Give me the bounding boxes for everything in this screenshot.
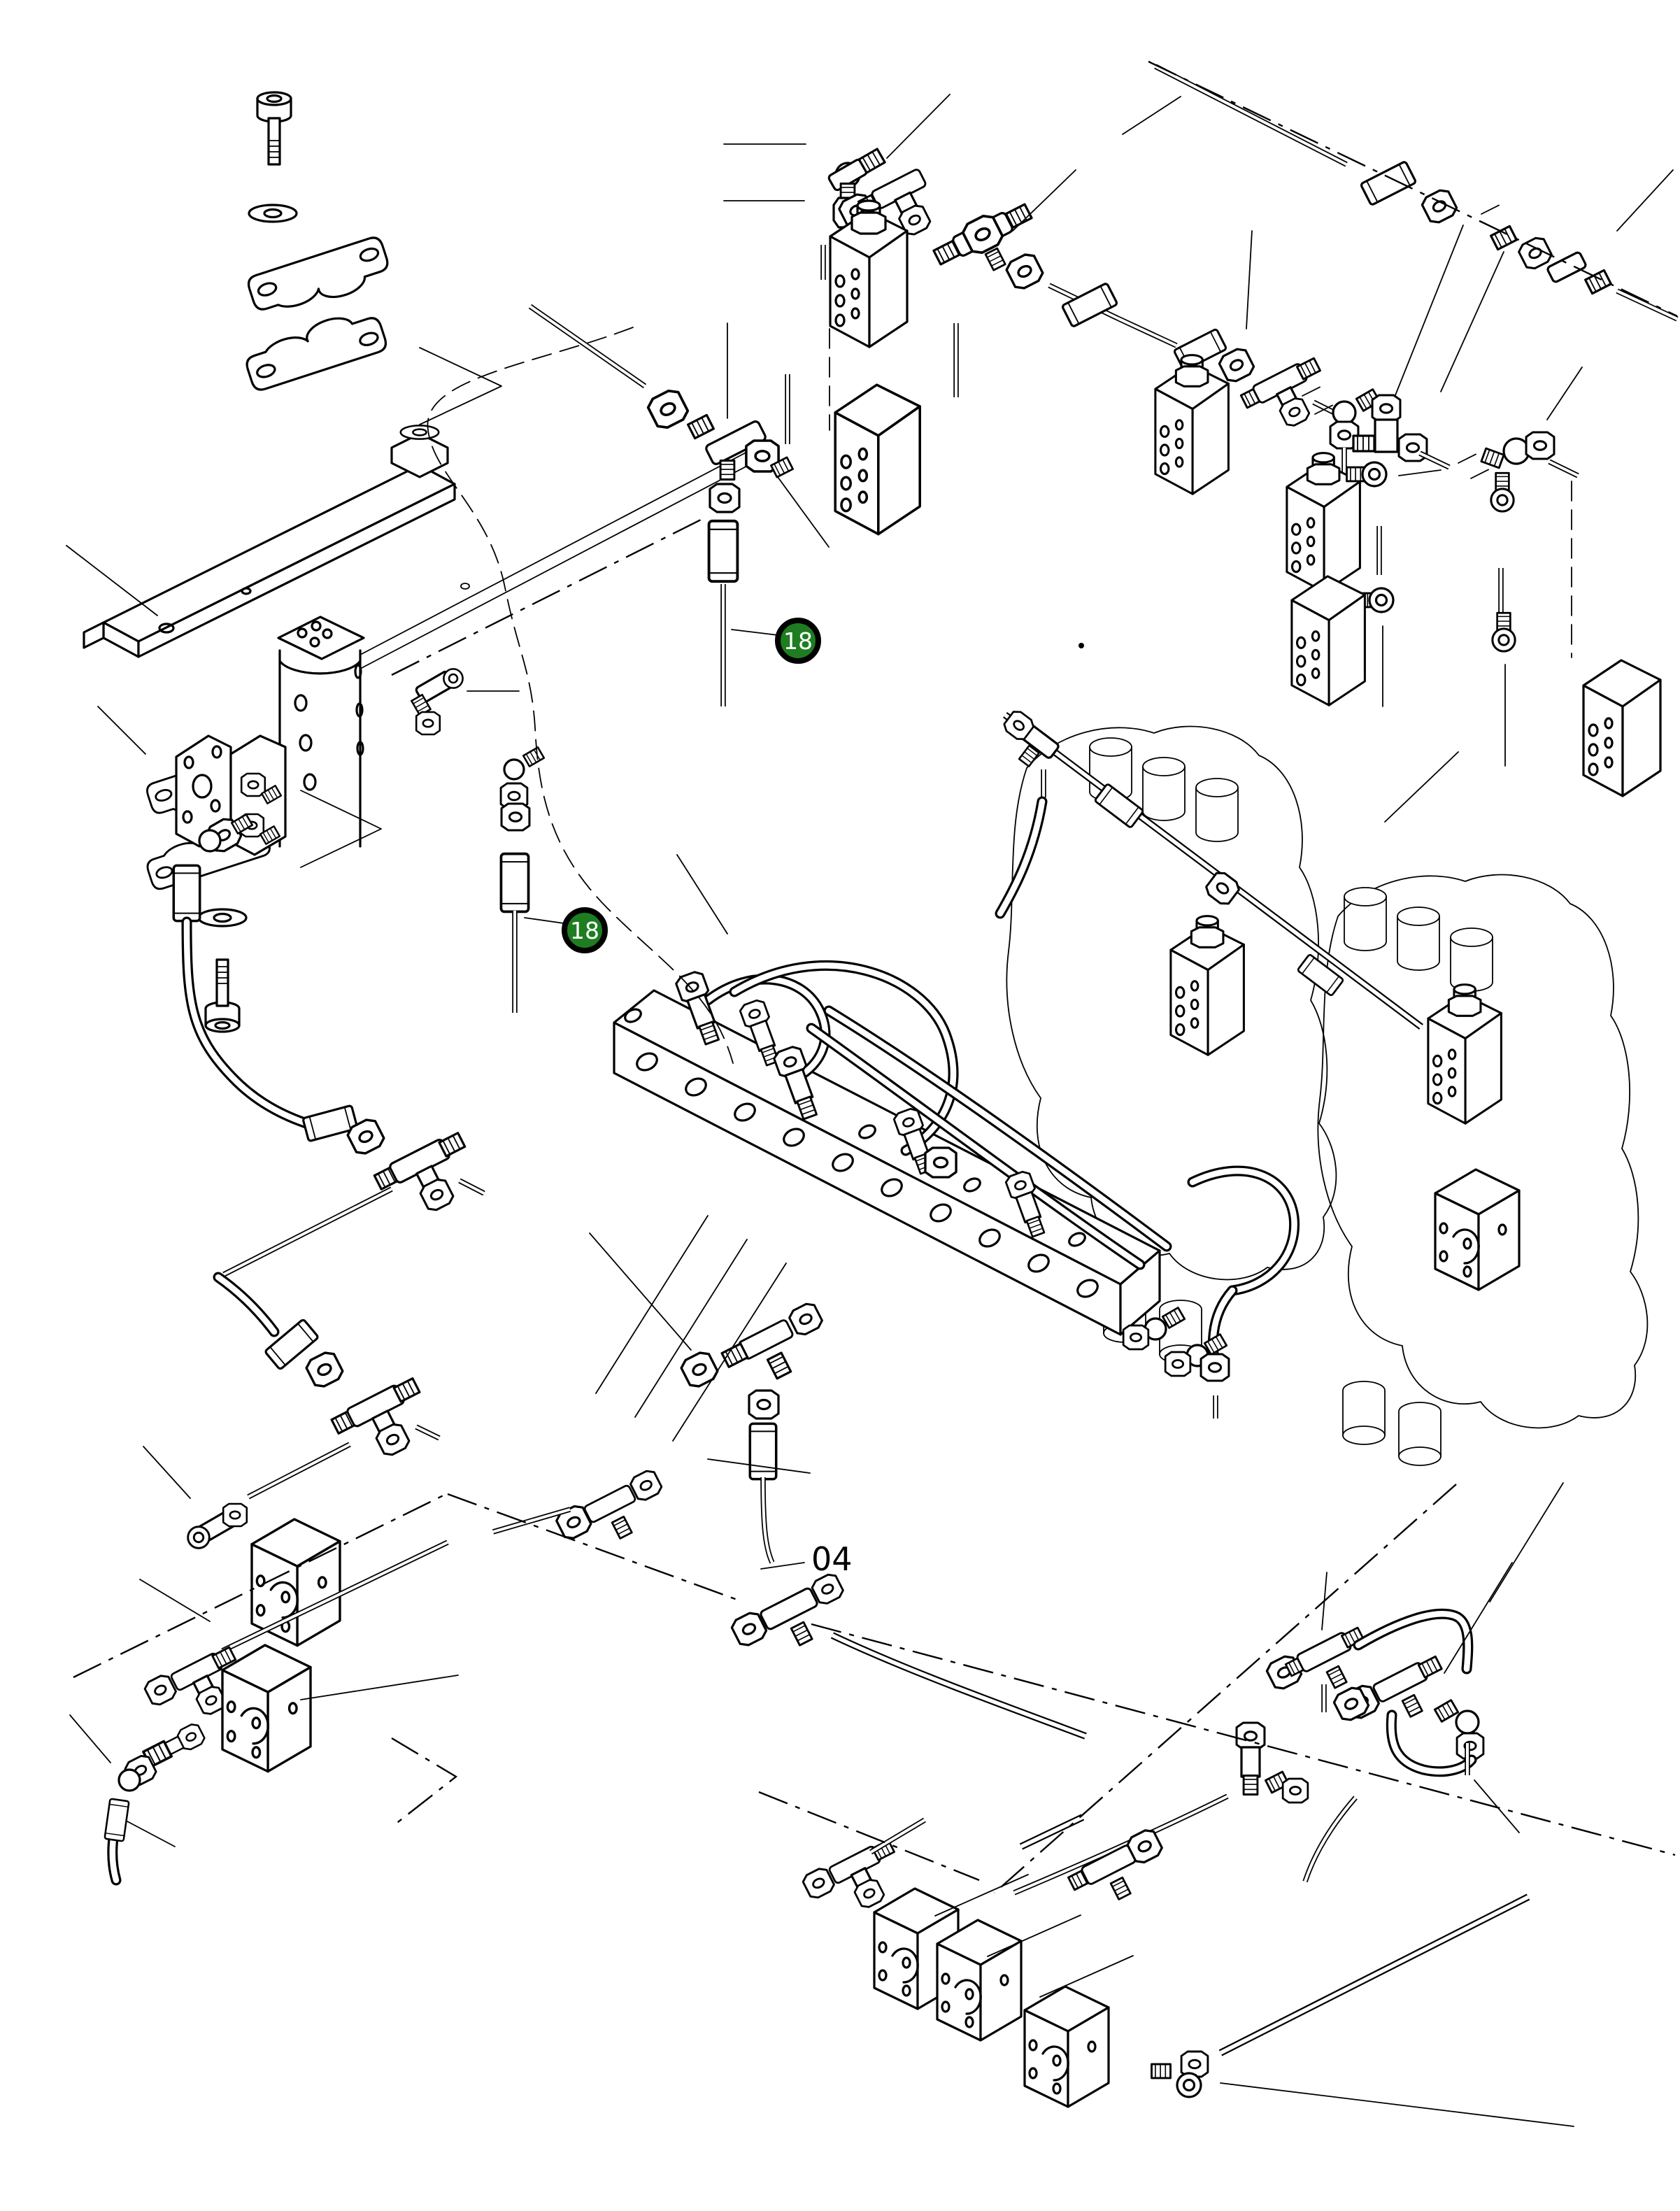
tee-fitting [836,167,934,239]
hose-18-upper [528,304,794,706]
top-center-chain [785,148,1119,536]
badge-18-upper: 18 [775,618,821,664]
center-bottom-cluster [492,1300,1087,1740]
valve-block-far-right [1582,659,1662,797]
valve-bank-phantom-right [1317,874,1649,1466]
mount-post [175,448,755,856]
banjo-elbow-fitting [411,668,464,736]
elbow-fitting [118,1751,159,1792]
top-right-chain [1116,315,1451,707]
manifold-bar [613,960,1300,1419]
clamp-assembly [83,91,456,1033]
hose-long-left [172,813,485,1277]
bottom-block-row [799,1814,1530,2108]
badge-text: 18 [783,627,813,655]
stray-dot [1079,643,1084,648]
ref-label-text: 04 [811,1540,853,1578]
hose-lower-left [104,1272,449,1886]
callout-leader-lower [524,917,564,924]
branch-tee-fitting [1352,394,1428,462]
ref-label-04: 04 [760,1540,853,1578]
elbow-fitting [1329,388,1381,450]
right-edge-cluster [1480,431,1579,767]
badge-circle [775,618,821,664]
callout-leader-upper [731,629,778,636]
phantom-lines [73,60,1678,1893]
hose-18-lower [499,746,546,1013]
banjo-elbow-fitting [187,1502,248,1549]
steel-pipe-across-banks [995,707,1423,1030]
elbow-fitting [826,148,886,229]
badge-18-lower: 18 [562,907,608,953]
bottom-right-cluster [1013,1608,1485,1896]
tee-fitting [373,1132,467,1214]
badge-text: 18 [570,917,599,944]
top-right-corner-chain [1154,64,1679,322]
badge-circle [562,907,608,953]
leader-lines [66,94,1674,2127]
banjo-elbow-fitting [1151,2050,1209,2098]
